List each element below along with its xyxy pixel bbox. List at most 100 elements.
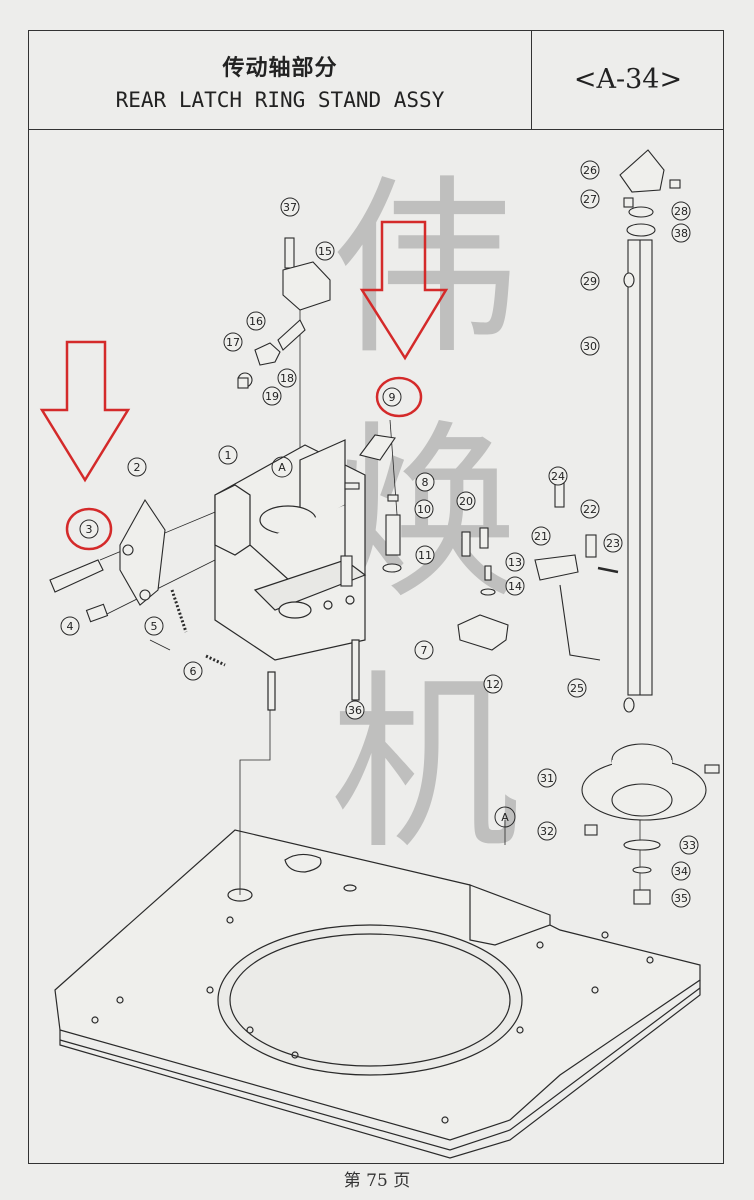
callout-label-19: 19: [265, 390, 279, 403]
callout-label-23: 23: [606, 537, 620, 550]
callout-bubble-6: [183, 661, 203, 681]
callout-bubble-22: [580, 499, 600, 519]
callout-label-18: 18: [280, 372, 294, 385]
callout-bubble-11: [415, 545, 435, 565]
highlight-arrow-part-9: [359, 220, 449, 361]
callout-label-34: 34: [674, 865, 688, 878]
callout-label-4: 4: [67, 620, 74, 633]
callout-label-15: 15: [318, 245, 332, 258]
callout-label-1: 1: [225, 449, 232, 462]
callout-label-11: 11: [418, 549, 432, 562]
highlight-arrow-part-3: [39, 340, 131, 483]
parts-2-3-4-5: [49, 498, 226, 667]
callout-label-8: 8: [422, 476, 429, 489]
title-english: REAR LATCH RING STAND ASSY: [115, 88, 445, 112]
callout-label-5: 5: [151, 620, 158, 633]
callout-bubble-37: [280, 197, 300, 217]
callout-bubble-34: [671, 861, 691, 881]
drive-shaft-and-gears: [581, 149, 720, 905]
callout-label-28: 28: [674, 205, 688, 218]
callout-bubble-9: [382, 387, 402, 407]
callout-label-6: 6: [190, 665, 197, 678]
callout-label-24: 24: [551, 470, 565, 483]
callout-bubble-5: [144, 616, 164, 636]
callout-bubble-28: [671, 201, 691, 221]
callout-bubble-35: [671, 888, 691, 908]
callout-label-30: 30: [583, 340, 597, 353]
callout-bubble-27: [580, 189, 600, 209]
callout-label-35: 35: [674, 892, 688, 905]
callout-bubble-23: [603, 533, 623, 553]
callout-bubble-3: [79, 519, 99, 539]
callout-bubble-10: [414, 499, 434, 519]
callout-bubble-20: [456, 491, 476, 511]
callout-label-13: 13: [508, 556, 522, 569]
callout-bubble-7: [414, 640, 434, 660]
callout-label-36: 36: [348, 704, 362, 717]
callout-label-25: 25: [570, 682, 584, 695]
callout-bubble-8: [415, 472, 435, 492]
section-marker-a-top: [271, 456, 293, 478]
callout-label-14: 14: [508, 580, 522, 593]
callout-bubble-1: [218, 445, 238, 465]
callout-bubble-12: [483, 674, 503, 694]
callout-label-22: 22: [583, 503, 597, 516]
callout-label-31: 31: [540, 772, 554, 785]
callout-label-33: 33: [682, 839, 696, 852]
callout-bubble-26: [580, 160, 600, 180]
callout-bubble-36: [345, 700, 365, 720]
drawing-frame: [28, 30, 724, 1164]
callout-bubble-24: [548, 466, 568, 486]
callout-label-29: 29: [583, 275, 597, 288]
parts-8-14-20-25: [340, 434, 619, 661]
callout-bubble-2: [127, 457, 147, 477]
section-marker-a-bottom: [494, 806, 516, 828]
callout-label-32: 32: [540, 825, 554, 838]
callout-label-9: 9: [389, 391, 396, 404]
callout-bubble-19: [262, 386, 282, 406]
callout-label-27: 27: [583, 193, 597, 206]
page-code: <A-34>: [573, 64, 683, 95]
highlight-annotations: [39, 220, 449, 551]
stand-bracket: [214, 439, 367, 711]
callout-label-7: 7: [421, 644, 428, 657]
callout-label-37: 37: [283, 201, 297, 214]
callout-bubble-31: [537, 768, 557, 788]
callout-label-2: 2: [134, 461, 141, 474]
callout-label-21: 21: [534, 530, 548, 543]
title-block: 传动轴部分 REAR LATCH RING STAND ASSY <A-34>: [28, 30, 724, 130]
callout-bubble-16: [246, 311, 266, 331]
base-plate: [54, 829, 701, 1159]
callout-bubble-21: [531, 526, 551, 546]
callout-label-17: 17: [226, 336, 240, 349]
callout-bubble-29: [580, 271, 600, 291]
section-marker-a-top-label: A: [278, 461, 286, 474]
callout-bubble-14: [505, 576, 525, 596]
section-markers: A A: [271, 456, 516, 828]
callout-bubble-30: [580, 336, 600, 356]
highlight-circle-part-3: [65, 507, 113, 551]
callout-label-38: 38: [674, 227, 688, 240]
callout-bubble-32: [537, 821, 557, 841]
callout-bubble-17: [223, 332, 243, 352]
callout-label-12: 12: [486, 678, 500, 691]
callout-label-26: 26: [583, 164, 597, 177]
callout-bubble-18: [277, 368, 297, 388]
callout-bubble-38: [671, 223, 691, 243]
callout-label-20: 20: [459, 495, 473, 508]
callout-bubble-13: [505, 552, 525, 572]
section-marker-a-bottom-label: A: [501, 811, 509, 824]
callout-bubble-15: [315, 241, 335, 261]
title-cell: 传动轴部分 REAR LATCH RING STAND ASSY: [28, 30, 532, 130]
callout-bubble-33: [679, 835, 699, 855]
callout-bubble-25: [567, 678, 587, 698]
callout-label-16: 16: [249, 315, 263, 328]
highlight-circle-part-9: [375, 376, 423, 418]
page-number: 第 75 页: [343, 1171, 411, 1191]
callout-label-10: 10: [417, 503, 431, 516]
parts-15-19-37: [237, 237, 331, 389]
title-chinese: 传动轴部分: [222, 55, 338, 81]
callout-bubble-4: [60, 616, 80, 636]
